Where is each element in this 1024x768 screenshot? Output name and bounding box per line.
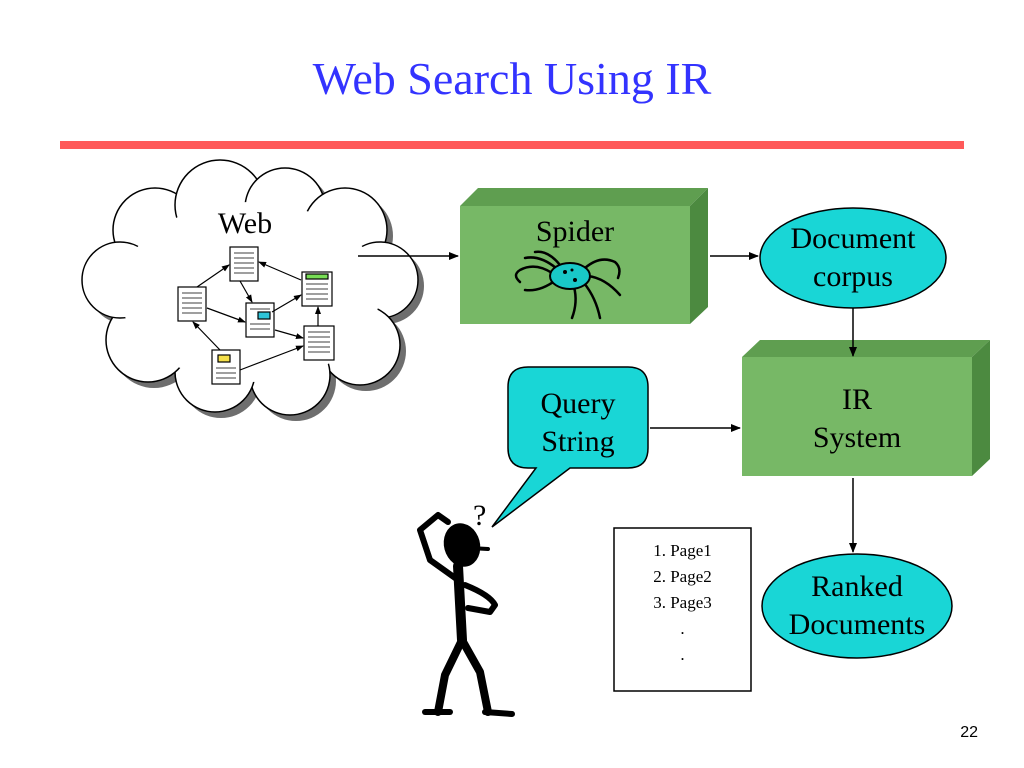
title-underline — [60, 141, 964, 149]
results-list-item: 2. Page2 — [653, 567, 712, 586]
ranked-documents-ellipse — [761, 553, 953, 659]
results-list-box — [613, 527, 752, 692]
ir-system-box — [742, 340, 990, 476]
spider-box — [460, 188, 708, 324]
thinking-user-icon — [417, 512, 515, 717]
web-page-icon — [211, 349, 241, 385]
ir-system-line2: System — [812, 420, 902, 454]
ranked-documents-label: Ranked Documents — [762, 568, 952, 643]
query-string-line1: Query — [540, 387, 616, 420]
slide-title: Web Search Using IR — [312, 53, 712, 104]
spider-icon — [514, 250, 622, 320]
query-string-line2: String — [541, 424, 615, 458]
ranked-documents-line1: Ranked — [811, 570, 903, 603]
web-page-icon — [229, 246, 259, 282]
ir-system-label: IR System — [767, 381, 947, 456]
results-list-item: . — [680, 619, 685, 638]
web-cloud — [81, 159, 424, 421]
results-list-item: 1. Page1 — [653, 541, 712, 560]
query-string-label: Query String — [508, 385, 648, 460]
web-link-arrows — [192, 261, 321, 371]
page-number: 22 — [960, 724, 978, 741]
document-corpus-line1: Document — [790, 222, 916, 255]
flow-arrows — [358, 252, 857, 553]
web-page-icon — [177, 286, 207, 322]
document-corpus-line2: corpus — [813, 259, 893, 293]
ranked-documents-line2: Documents — [788, 607, 926, 641]
web-pages-graph — [177, 246, 335, 385]
web-page-icon — [301, 271, 333, 307]
ir-system-line1: IR — [842, 383, 872, 416]
spider-label: Spider — [535, 215, 615, 248]
results-list-item: . — [680, 645, 685, 664]
results-list: 1. Page1 2. Page2 3. Page3 . . — [614, 538, 751, 668]
query-string-bubble — [491, 366, 649, 528]
web-page-icon — [245, 302, 275, 338]
results-list-item: 3. Page3 — [653, 593, 712, 612]
web-label: Web — [217, 207, 273, 240]
document-corpus-label: Document corpus — [763, 220, 943, 295]
web-page-icon — [303, 325, 335, 361]
question-mark: ? — [473, 499, 486, 532]
